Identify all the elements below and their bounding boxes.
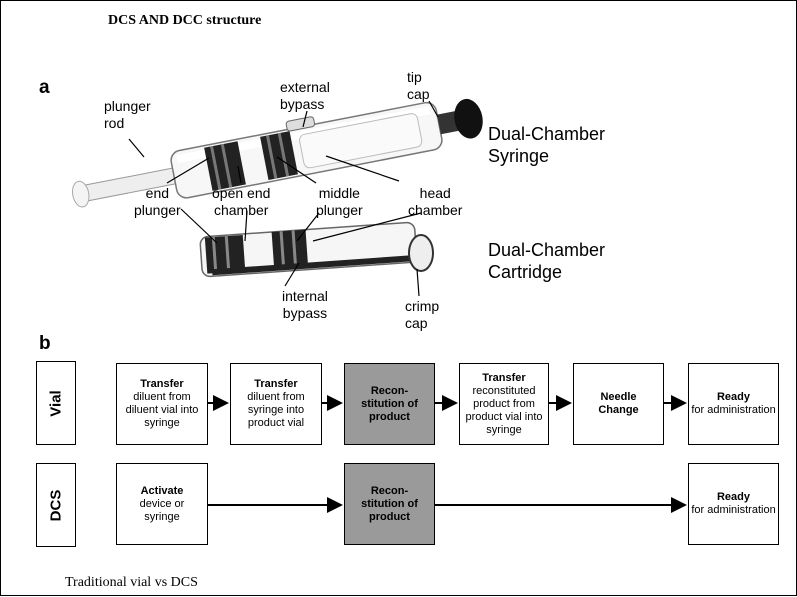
vial-step-5-bold: Needle Change [598,391,639,416]
vial-step-1-text: diluent from diluent vial into syringe [125,391,199,429]
vial-step-1-bold: Transfer [140,378,184,390]
row-label-dcs-text: DCS [47,489,65,521]
label-tip-cap: tip cap [407,69,430,103]
cartridge-name-line2: Cartridge [488,262,563,282]
vial-step-ready: Ready for administration [688,363,779,445]
dual-chamber-syringe [71,98,483,208]
dual-chamber-cartridge [199,221,434,278]
vial-step-transfer-reconstituted: Transfer reconstituted product from prod… [459,363,549,445]
cartridge-name: Dual-Chamber Cartridge [488,239,605,283]
label-crimp-cap: crimp cap [405,298,439,332]
label-head-chamber-line1: head [419,185,451,201]
vial-step-needle-change: Needle Change [573,363,664,445]
figure-title: DCS AND DCC structure [108,13,262,28]
dcs-step-1-bold: Activate [140,484,184,497]
dcs-step-reconstitution: Recon-stitution of product [344,463,435,545]
label-head-chamber-line2: chamber [408,202,463,218]
label-crimp-cap-line2: cap [405,315,428,331]
label-internal-bypass: internal bypass [282,288,328,322]
label-plunger-rod-line2: rod [104,115,125,131]
vial-step-6-bold: Ready [716,391,751,403]
label-plunger-rod-line1: plunger [104,98,151,114]
syringe-name-line1: Dual-Chamber [488,124,606,144]
label-external-bypass: external bypass [280,79,330,113]
label-plunger-rod: plunger rod [104,98,151,132]
vial-step-4-text: reconstituted product from product vial … [465,384,543,436]
label-internal-bypass-line1: internal [282,288,328,304]
label-middle-plunger: middle plunger [316,185,363,219]
vial-step-transfer-to-vial: Transfer diluent from syringe into produ… [230,363,322,445]
vial-step-2-bold: Transfer [254,378,298,390]
panel-a-letter: a [39,77,50,98]
panel-b-letter: b [39,333,51,354]
dcs-step-3-text: for administration [691,504,776,516]
label-head-chamber: head chamber [408,185,462,219]
label-end-plunger-line1: end [145,185,170,201]
vial-step-reconstitution: Recon-stitution of product [344,363,435,445]
label-tip-cap-line2: cap [407,86,430,102]
label-end-plunger-line2: plunger [134,202,181,218]
dcs-step-activate: Activate device or syringe [116,463,208,545]
label-tip-cap-line1: tip [407,69,422,85]
vial-step-4-bold: Transfer [482,371,526,384]
label-open-end-chamber-line1: open end [212,185,271,201]
label-open-end-chamber-line2: chamber [213,202,269,218]
figure-caption: Traditional vial vs DCS [65,575,198,590]
dcs-step-1-text: device or syringe [139,497,185,523]
cartridge-name-line1: Dual-Chamber [488,240,606,260]
label-crimp-cap-line1: crimp [405,298,440,314]
vial-step-2-text: diluent from syringe into product vial [247,391,305,429]
vial-step-3-bold: Recon-stitution of product [361,384,418,423]
vial-step-transfer-diluent: Transfer diluent from diluent vial into … [116,363,208,445]
label-external-bypass-line1: external [280,79,330,95]
dcs-step-2-bold: Recon-stitution of product [361,484,418,523]
label-end-plunger: end plunger [134,185,181,219]
dcs-step-3-bold: Ready [716,491,751,503]
label-internal-bypass-line2: bypass [282,305,328,321]
label-middle-plunger-line1: middle [318,185,360,201]
label-open-end-chamber: open end chamber [212,185,270,219]
row-label-vial: Vial [36,361,76,445]
leader-lines [128,100,439,297]
label-external-bypass-line2: bypass [280,96,325,112]
row-label-vial-text: Vial [47,389,65,417]
row-label-dcs: DCS [36,463,76,547]
dcs-step-ready: Ready for administration [688,463,779,545]
vial-step-6-text: for administration [691,404,776,416]
syringe-name: Dual-Chamber Syringe [488,123,605,167]
syringe-name-line2: Syringe [488,146,550,166]
label-middle-plunger-line2: plunger [316,202,363,218]
